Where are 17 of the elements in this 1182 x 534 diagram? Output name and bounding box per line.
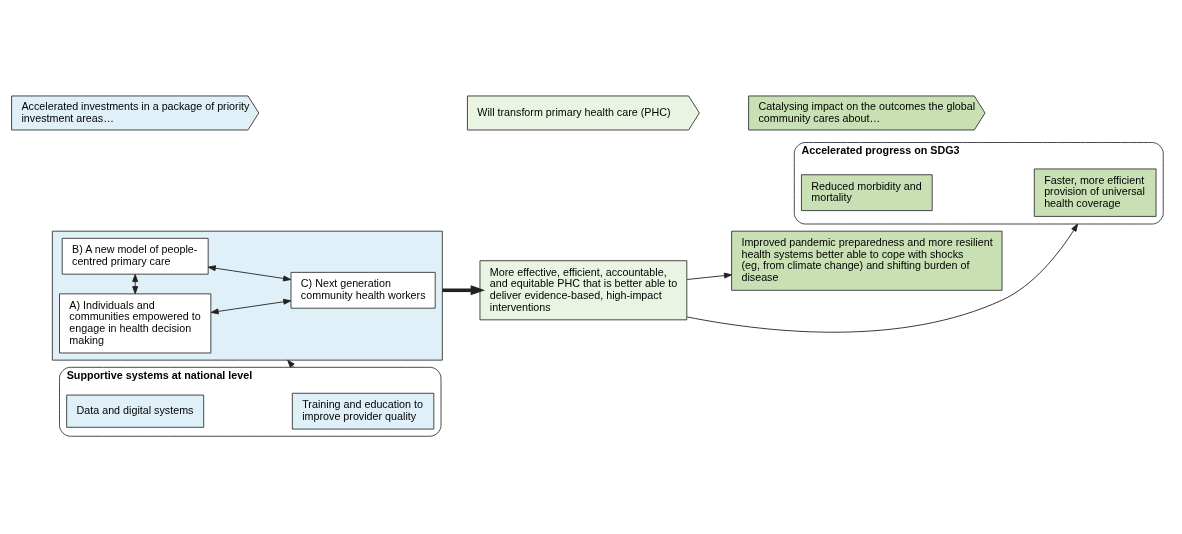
arrow — [287, 359, 295, 368]
node-box: B) A new model of people-centred primary care — [61, 237, 209, 275]
node-box: Data and digital systems — [66, 394, 205, 428]
arrow — [132, 273, 139, 295]
arrow — [686, 272, 733, 280]
node-box: More effective, efficient, accountable, and equitable PHC that is better able to deliver evidence-based, high-impact interventions — [479, 260, 688, 321]
node-box: A) Individuals and communities empowered to engage in health decision making — [59, 293, 212, 354]
arrow — [686, 223, 1079, 333]
arrow — [207, 265, 292, 282]
node-box: C) Next generation community health workers — [290, 271, 436, 309]
node-box: Training and education to improve provider quality — [291, 392, 435, 430]
cluster — [51, 230, 443, 361]
node-box: Faster, more efficient provision of universal health coverage — [1033, 168, 1157, 217]
node-box: Reduced morbidity and mortality — [801, 174, 933, 212]
node-box: Improved pandemic preparedness and more resilient health systems better able to cope with shocks (eg, from climate change) and shifting burden of disease — [731, 230, 1003, 291]
arrow — [442, 285, 486, 296]
arrow — [210, 298, 292, 315]
